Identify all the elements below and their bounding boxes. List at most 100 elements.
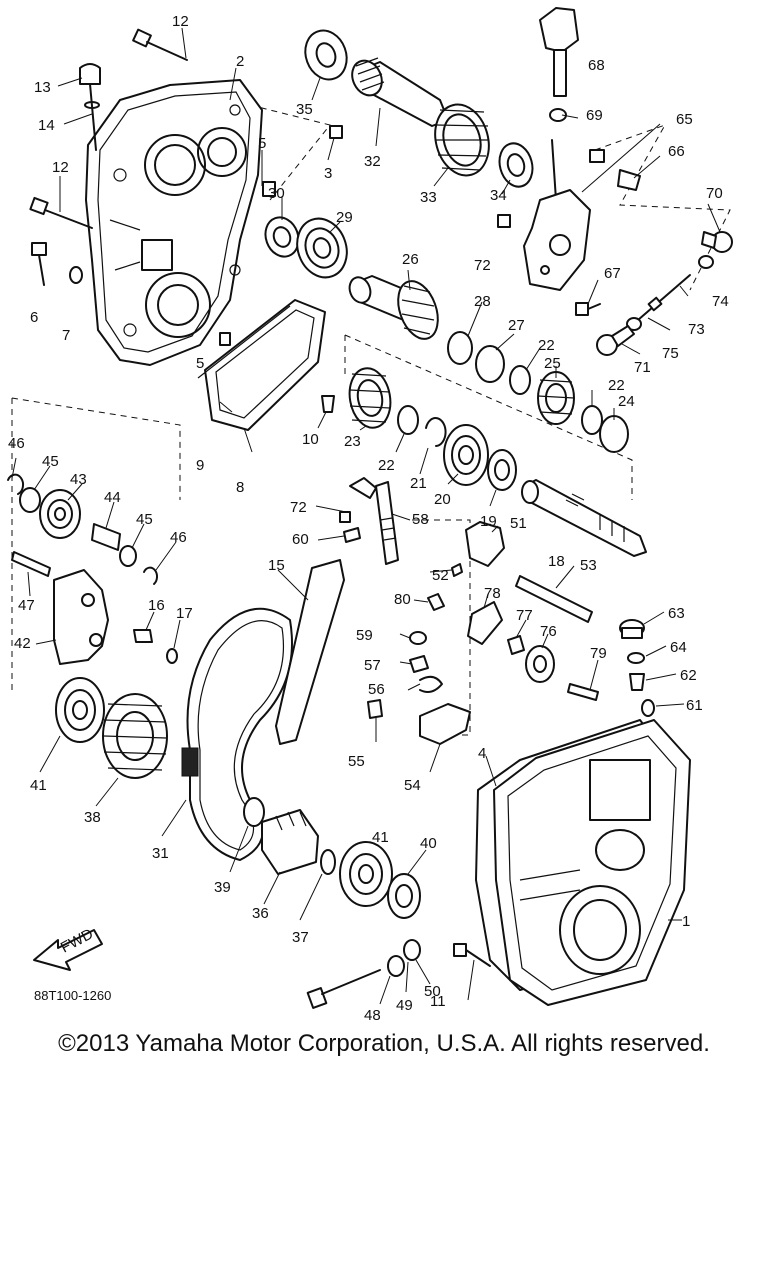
bearing-41-left [55, 677, 105, 743]
washer-7 [69, 266, 83, 284]
part-label: 43 [70, 471, 87, 488]
part-label: 25 [544, 355, 561, 372]
copyright-notice: ©2013 Yamaha Motor Corporation, U.S.A. A… [58, 1030, 710, 1057]
bolt-55 [367, 699, 383, 719]
chain-31 [181, 607, 293, 861]
detent-54 [419, 703, 471, 745]
part-label: 37 [292, 929, 309, 946]
part-label: 22 [608, 377, 625, 394]
circlip-46-top [7, 473, 25, 495]
bolt-48 [306, 969, 381, 1009]
rod-end-70 [701, 231, 733, 253]
crankcase-cover-front [493, 719, 691, 1006]
part-label: 55 [348, 753, 365, 770]
part-label: 7 [62, 327, 70, 344]
bolt-65 [589, 149, 605, 163]
part-labels: 1 2 3 4 5 5 6 7 8 9 10 11 12 12 13 14 15… [8, 13, 729, 1020]
part-label: 76 [540, 623, 557, 640]
bolt-60 [343, 527, 361, 543]
nut-74 [698, 255, 714, 269]
part-label: 14 [38, 117, 55, 134]
part-label: 80 [394, 591, 411, 608]
part-label: 70 [706, 185, 723, 202]
part-label: 26 [402, 251, 419, 268]
fwd-arrow-icon: FWD [33, 925, 103, 971]
washer-22a [509, 365, 531, 395]
part-label: 75 [662, 345, 679, 362]
part-label: 79 [590, 645, 607, 662]
part-label: 62 [680, 667, 697, 684]
gear-25 [537, 371, 575, 425]
screw-10 [321, 395, 335, 413]
shaft-47 [11, 551, 51, 577]
shift-fork-78 [467, 601, 503, 645]
part-label: 27 [508, 317, 525, 334]
pin-5-top [262, 181, 276, 197]
part-label: 8 [236, 479, 244, 496]
part-label: 71 [634, 359, 651, 376]
part-label: 61 [686, 697, 703, 714]
washer-22b [581, 405, 603, 435]
nut-75 [626, 317, 642, 331]
part-label: 47 [18, 597, 35, 614]
part-label: 56 [368, 681, 385, 698]
shaft-32 [351, 57, 449, 127]
part-label: 65 [676, 111, 693, 128]
part-label: 63 [668, 605, 685, 622]
roller-76 [525, 645, 555, 683]
nut-72-mid [339, 511, 351, 523]
part-label: 21 [410, 475, 427, 492]
part-label: 4 [478, 745, 486, 762]
bushing-27 [475, 345, 505, 383]
clip-66 [617, 169, 641, 191]
circlip-21 [425, 417, 447, 447]
part-label: 44 [104, 489, 121, 506]
bearing-34 [498, 142, 534, 188]
part-label: 57 [364, 657, 381, 674]
bolt-11 [453, 943, 491, 967]
circlip-46-bottom [143, 566, 158, 585]
part-label: 66 [668, 143, 685, 160]
part-label: 72 [290, 499, 307, 516]
part-label: 12 [172, 13, 189, 30]
bolt-16 [133, 629, 153, 643]
part-label: 73 [688, 321, 705, 338]
part-label: 30 [268, 185, 285, 202]
part-label: 9 [196, 457, 204, 474]
crankcase-cover-rear [85, 79, 263, 366]
part-label: 64 [670, 639, 687, 656]
bolt-12-left [29, 196, 93, 229]
spring-62 [629, 673, 645, 691]
washer-17 [166, 648, 178, 664]
group-outline-left [11, 397, 181, 690]
part-label: 1 [682, 913, 690, 930]
nut-69 [549, 108, 567, 122]
leader-lines [11, 27, 721, 1005]
part-label: 16 [148, 597, 165, 614]
part-label: 41 [372, 829, 389, 846]
part-label: 5 [196, 355, 204, 372]
part-label: 3 [324, 165, 332, 182]
part-label: 60 [292, 531, 309, 548]
seal-40 [387, 873, 421, 919]
part-label: 32 [364, 153, 381, 170]
part-label: 52 [432, 567, 449, 584]
diagram-code: 88T100-1260 [34, 988, 111, 1003]
washer-59 [409, 631, 427, 645]
part-label: 2 [236, 53, 244, 70]
part-label: 23 [344, 433, 361, 450]
washer-45-top [19, 487, 41, 513]
dipstick [79, 63, 101, 151]
part-label: 45 [136, 511, 153, 528]
part-label: 74 [712, 293, 729, 310]
part-label: 18 [548, 553, 565, 570]
shaft-18 [521, 479, 647, 557]
spring-80 [427, 593, 445, 611]
part-label: 51 [510, 515, 527, 532]
gear-23 [348, 367, 392, 429]
bearing-35 [304, 29, 348, 81]
washer-64 [627, 652, 645, 664]
part-label: 72 [474, 257, 491, 274]
part-label: 38 [84, 809, 101, 826]
group-outline-shift [412, 519, 471, 736]
